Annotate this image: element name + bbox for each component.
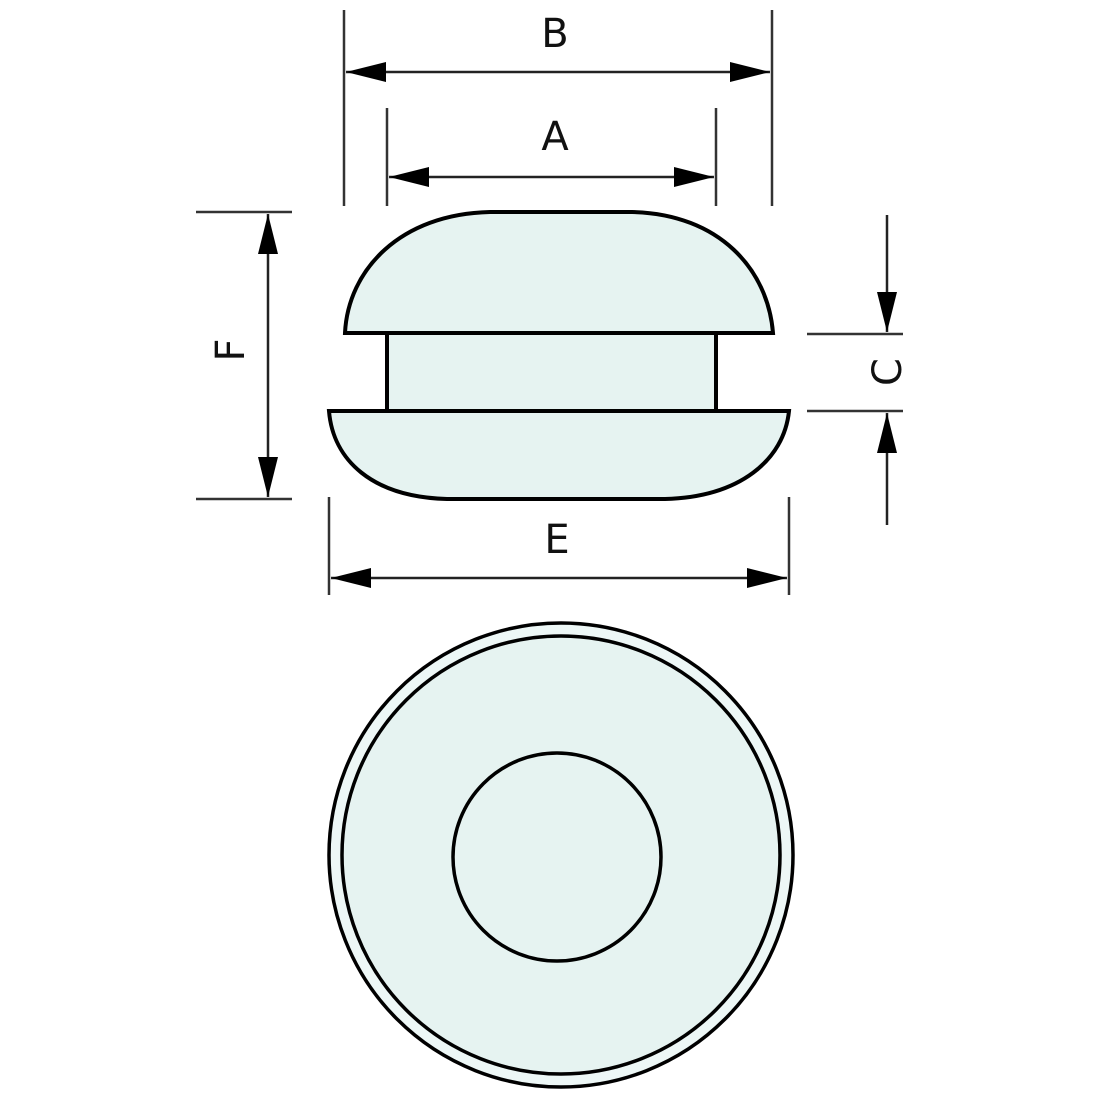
grommet-center-hole (451, 751, 663, 963)
dimension-a: A (385, 108, 718, 206)
side-view (326, 210, 792, 501)
dimension-f-label: F (208, 338, 254, 361)
grommet-bottom-flange (326, 409, 792, 501)
dimension-e-label: E (544, 517, 569, 563)
grommet-neck (385, 331, 718, 413)
dimension-e: E (327, 497, 791, 595)
dimension-b: B (342, 10, 774, 206)
dimension-c-label: C (865, 358, 911, 386)
dimension-a-label: A (541, 114, 569, 160)
grommet-top-cap (342, 210, 776, 335)
dimension-b-label: B (541, 11, 568, 57)
dimension-c: C (807, 215, 911, 525)
top-view (327, 621, 795, 1089)
grommet-inner-ring (340, 634, 782, 1076)
dimension-f: F (196, 210, 292, 501)
